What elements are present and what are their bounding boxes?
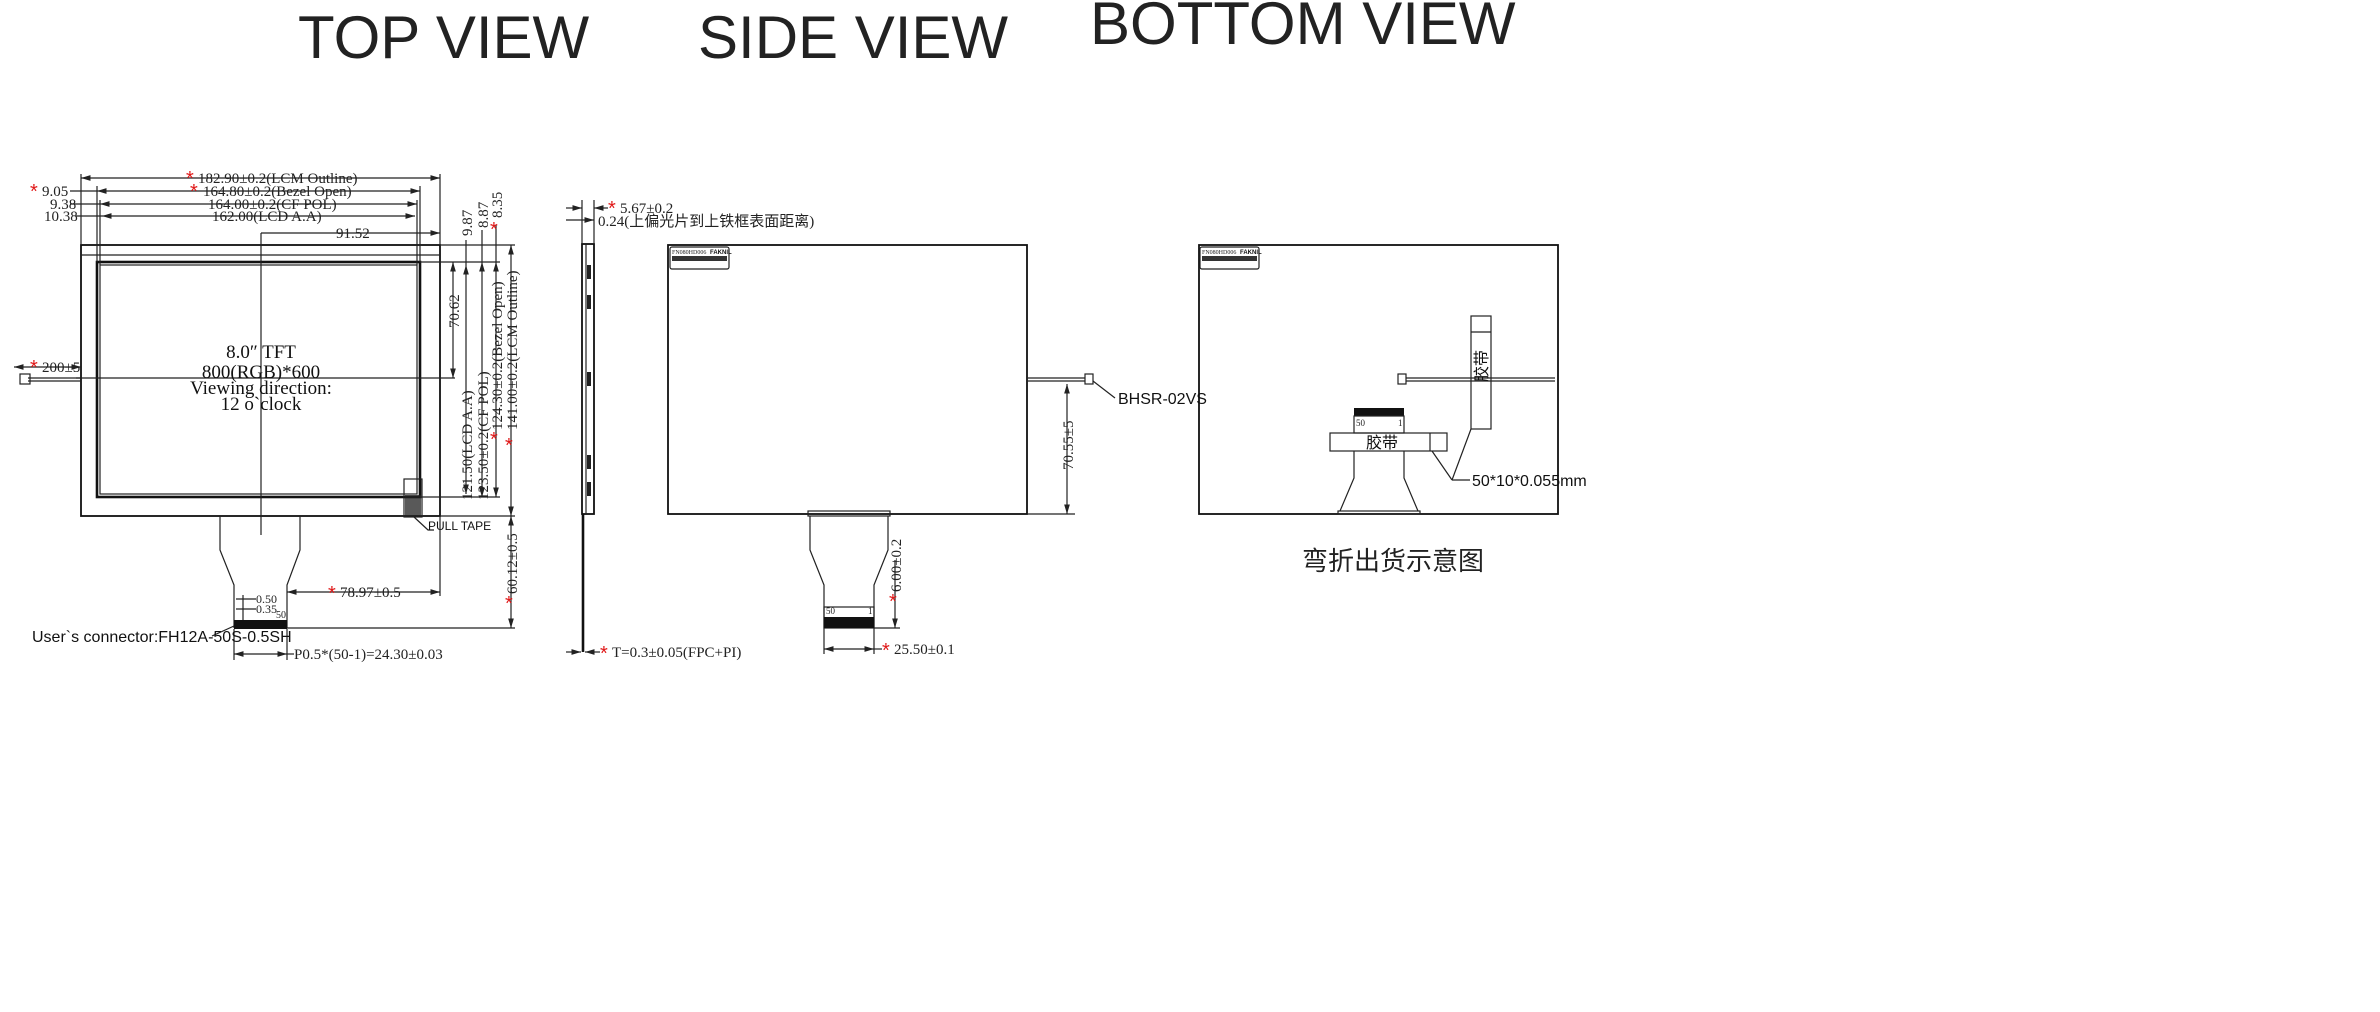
dim-back-fpc-len: 6.00±0.2	[889, 539, 905, 592]
tape-horizontal-label: 胶带	[1366, 434, 1398, 452]
top-fpc	[219, 516, 301, 628]
dim-lcd-aa-w: 162.00(LCD A.A)	[212, 209, 322, 225]
back-pin-50: 50	[826, 606, 836, 616]
dim-fpc-len: 60.12±0.5	[505, 533, 521, 594]
bottom-pin-50: 50	[1356, 418, 1366, 428]
back-cable-plug	[1084, 373, 1094, 385]
star-8-35: *	[490, 219, 498, 241]
dim-8-35: 8.35	[490, 192, 506, 218]
back-fpc	[809, 516, 889, 628]
star-lcm-w: *	[186, 168, 194, 190]
star-bezel-w: *	[190, 181, 198, 203]
star-cable: *	[30, 357, 38, 379]
tape-horizontal	[1329, 432, 1448, 452]
user-connector-label: User`s connector:FH12A-50S-0.5SH	[32, 629, 292, 646]
dim-91-52: 91.52	[336, 226, 370, 242]
dim-10-38: 10.38	[44, 209, 78, 225]
dim-bezel-open-h: 124.30±0.2(Bezel Open)	[490, 281, 506, 430]
dim-pin-0-50: 0.50	[256, 592, 277, 606]
star-lcm-h: *	[505, 435, 513, 457]
side-view-drawing: * 5.67±0.2 0.24(上偏光片到上铁框表面距离) * T=0.3±0.…	[566, 198, 814, 665]
back-pin-1: 1	[868, 606, 873, 616]
bottom-label-brand: FAKNIL	[1240, 250, 1262, 256]
back-label-brand: FAKNIL	[710, 250, 732, 256]
tape-size-label: 50*10*0.055mm	[1472, 473, 1587, 490]
star-fpc-width: *	[882, 640, 890, 662]
dim-70-62: 70.62	[447, 294, 463, 328]
top-cable-plug	[19, 373, 31, 385]
top-view-title: TOP VIEW	[298, 4, 590, 71]
bottom-label	[1199, 246, 1260, 270]
connector-bhsr-label: BHSR-02VS	[1118, 391, 1207, 408]
dim-pitch: P0.5*(50-1)=24.30±0.03	[294, 647, 443, 663]
viewing-direction-text: Viewing direction:	[190, 378, 332, 399]
bezel-open	[95, 260, 422, 499]
star-60-12: *	[505, 593, 513, 615]
cf-pol	[99, 264, 418, 495]
bottom-label-code: FN080HD006	[1202, 250, 1236, 256]
bottom-view-title: BOTTOM VIEW	[1090, 0, 1516, 57]
tape-vertical-label: 胶带	[1473, 350, 1491, 382]
dim-cable-len: 200±5	[42, 360, 80, 376]
back-view-drawing: FN080HD006 FAKNIL BHSR-02VS 70.55±5 50 1…	[667, 244, 1207, 662]
dim-fpc-thickness: T=0.3±0.05(FPC+PI)	[612, 645, 741, 661]
dim-9-38: 9.38	[50, 197, 76, 213]
tape-vertical	[1470, 315, 1492, 430]
star-back-fpc: *	[889, 591, 897, 613]
bottom-cable-plug	[1397, 373, 1407, 385]
fold-shipping-caption: 弯折出货示意图	[1302, 547, 1484, 576]
top-fpc-contacts	[234, 620, 287, 629]
dim-bezel-open-w: 164.80±0.2(Bezel Open)	[203, 184, 352, 200]
panel-size-text: 8.0″ TFT	[226, 342, 296, 363]
star-bezel-h: *	[490, 429, 498, 451]
dim-cf-pol-w: 164.00±0.2(CF POL)	[208, 197, 337, 213]
side-view-title: SIDE VIEW	[698, 4, 1008, 71]
dim-pol-gap: 0.24(上偏光片到上铁框表面距离)	[598, 213, 814, 230]
dim-lcd-aa-h: 121.50(LCD A.A)	[460, 390, 476, 500]
dim-lcm-outline-h: 141.00±0.2(LCM Outline)	[505, 271, 521, 430]
dim-cable-height: 70.55±5	[1061, 421, 1077, 470]
top-view-drawing: PULL TAPE 8.0″ TFT 800(RGB)*600 Viewing …	[14, 168, 521, 663]
side-module	[581, 243, 595, 515]
dim-lcm-outline-w: 182.90±0.2(LCM Outline)	[198, 171, 357, 187]
dim-fpc-offset: 78.97±0.5	[340, 585, 401, 601]
dim-9-05: 9.05	[42, 184, 68, 200]
dim-side-thickness: 5.67±0.2	[620, 201, 673, 217]
dim-pin-50: 50	[276, 610, 286, 621]
back-label-code: FN080HD006	[672, 250, 706, 256]
star-78-97: *	[328, 583, 336, 605]
back-module-outline	[667, 244, 1028, 515]
star-fpc-thickness: *	[600, 643, 608, 665]
pull-tape-label: PULL TAPE	[428, 519, 491, 533]
dim-pin-0-35: 0.35	[256, 602, 277, 616]
dim-cf-pol-h: 123.50±0.2(CF POL)	[476, 371, 492, 500]
resolution-text: 800(RGB)*600	[202, 362, 320, 383]
bottom-view-drawing: FN080HD006 FAKNIL 胶带 50 1 胶带 50*10*0.055…	[1198, 244, 1587, 576]
dim-8-87: 8.87	[476, 201, 492, 228]
dim-fpc-width: 25.50±0.1	[894, 642, 955, 658]
bottom-pin-1: 1	[1398, 418, 1403, 428]
bottom-fpc-fold	[1339, 451, 1419, 512]
dim-9-87: 9.87	[460, 209, 476, 236]
viewing-clock-text: 12 o`clock	[221, 394, 302, 415]
star-side-thickness: *	[608, 198, 616, 220]
back-label	[669, 246, 730, 270]
star-9-05: *	[30, 181, 38, 203]
